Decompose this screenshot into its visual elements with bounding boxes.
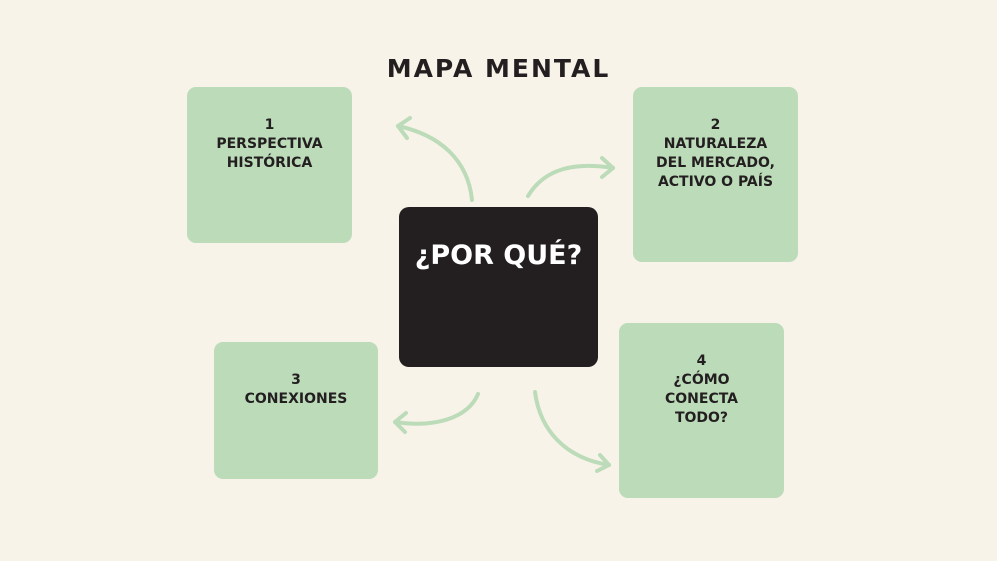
node-conexiones: 3 CONEXIONES (214, 342, 378, 479)
arrow-to-node-4 (533, 390, 611, 473)
node-como-conecta-todo: 4 ¿CÓMO CONECTA TODO? (619, 323, 784, 498)
node-naturaleza-del-mercado: 2 NATURALEZA DEL MERCADO, ACTIVO O PAÍS (633, 87, 798, 262)
page-title: MAPA MENTAL (386, 54, 611, 83)
arrow-to-node-3 (393, 392, 480, 434)
central-node-label: ¿POR QUÉ? (414, 240, 583, 271)
central-node: ¿POR QUÉ? (399, 207, 598, 367)
arrow-to-node-2 (526, 156, 615, 198)
arrow-to-node-1 (396, 116, 474, 202)
node-perspectiva-historica: 1 PERSPECTIVA HISTÓRICA (187, 87, 352, 243)
